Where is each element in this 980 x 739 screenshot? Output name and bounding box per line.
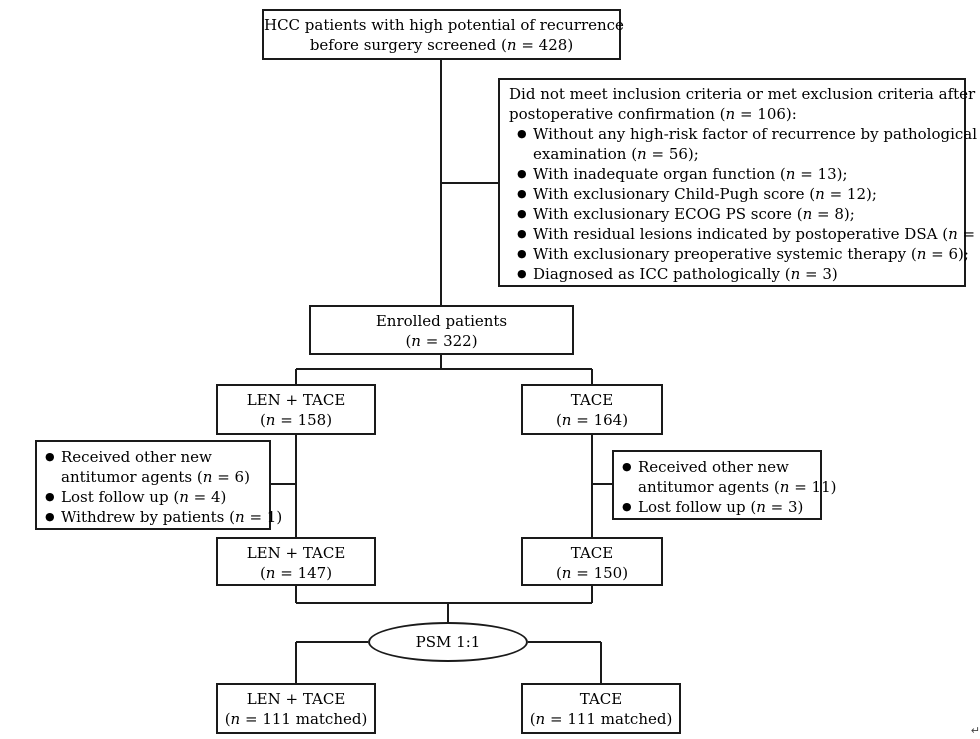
excluded-item-icc: Diagnosed as ICC pathologically (n = 3)	[509, 264, 964, 284]
len-tace-allocated-box: LEN + TACE (n = 158)	[216, 384, 376, 435]
tace-allocated-count: (n = 164)	[555, 411, 629, 429]
tace-allocated-label: TACE	[570, 391, 614, 409]
tace-analyzed-count: (n = 150)	[555, 564, 629, 582]
screened-box: HCC patients with high potential of recu…	[262, 9, 624, 60]
excluded-item-ecog: With exclusionary ECOG PS score (n = 8);	[509, 204, 964, 224]
len-tace-allocated-count: (n = 158)	[259, 411, 333, 429]
tace-analyzed-label: TACE	[570, 544, 614, 562]
enrolled-count: (n = 322)	[405, 332, 478, 350]
screened-line2: before surgery screened (n = 428)	[309, 36, 574, 54]
right-excl-lost-follow-up: Lost follow up (n = 3)	[614, 497, 820, 517]
right-excl-other-agents-cont: antitumor agents (n = 11)	[638, 478, 837, 496]
excluded-item-pathology: Without any high-risk factor of recurren…	[509, 124, 977, 144]
excluded-box: Did not meet inclusion criteria or met e…	[498, 78, 980, 287]
excluded-item-child-pugh: With exclusionary Child-Pugh score (n = …	[509, 184, 964, 204]
tace-matched-label: TACE	[579, 690, 623, 708]
tace-allocated-box: TACE (n = 164)	[521, 384, 663, 435]
tace-analyzed-box: TACE (n = 150)	[521, 537, 663, 586]
right-excl-other-agents: Received other new	[614, 457, 820, 477]
len-tace-analyzed-box: LEN + TACE (n = 147)	[216, 537, 376, 586]
len-tace-matched-box: LEN + TACE (n = 111 matched)	[216, 683, 376, 734]
excluded-item-organ-function: With inadequate organ function (n = 13);	[509, 164, 964, 184]
tace-matched-count: (n = 111 matched)	[529, 710, 673, 728]
left-excl-withdrew: Withdrew by patients (n = 1)	[37, 507, 282, 527]
corner-return-mark: ↵	[970, 724, 980, 737]
excluded-item-residual-lesions: With residual lesions indicated by posto…	[509, 224, 980, 244]
left-exclusion-box: Received other new antitumor agents (n =…	[35, 440, 282, 530]
excluded-item-pathology-cont: examination (n = 56);	[533, 145, 699, 163]
psm-ellipse: PSM 1:1	[368, 622, 528, 662]
excluded-header-line1: Did not meet inclusion criteria or met e…	[509, 85, 976, 103]
len-tace-matched-count: (n = 111 matched)	[224, 710, 368, 728]
len-tace-analyzed-count: (n = 147)	[259, 564, 333, 582]
tace-matched-box: TACE (n = 111 matched)	[521, 683, 681, 734]
screened-line1: HCC patients with high potential of recu…	[264, 16, 624, 34]
left-excl-other-agents: Received other new	[37, 447, 269, 467]
left-excl-lost-follow-up: Lost follow up (n = 4)	[37, 487, 269, 507]
excluded-item-systemic-therapy: With exclusionary preoperative systemic …	[509, 244, 969, 264]
len-tace-analyzed-label: LEN + TACE	[246, 544, 346, 562]
enrolled-label: Enrolled patients	[375, 312, 508, 330]
len-tace-matched-label: LEN + TACE	[246, 690, 346, 708]
right-exclusion-box: Received other new antitumor agents (n =…	[612, 450, 837, 520]
len-tace-allocated-label: LEN + TACE	[246, 391, 346, 409]
left-excl-other-agents-cont: antitumor agents (n = 6)	[61, 468, 250, 486]
excluded-header-line2: postoperative confirmation (n = 106):	[509, 105, 797, 123]
enrolled-box: Enrolled patients (n = 322)	[309, 305, 574, 355]
